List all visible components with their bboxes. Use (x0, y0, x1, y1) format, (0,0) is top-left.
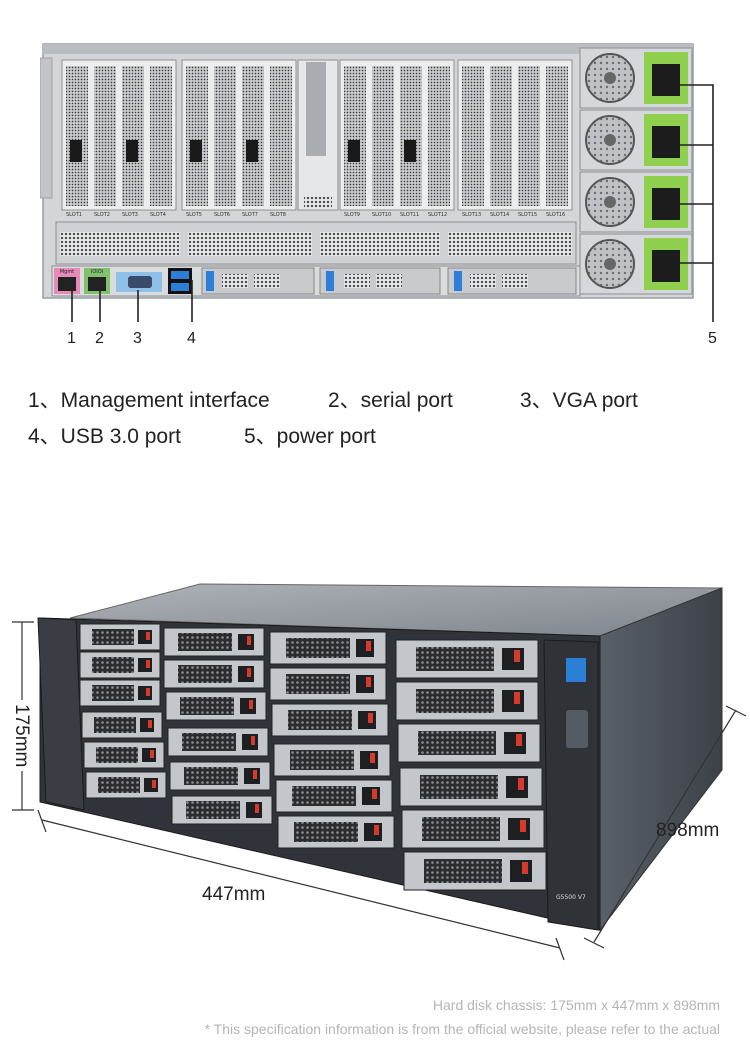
slot-label: SLOT5 (186, 212, 202, 218)
legend-item-4: 4、USB 3.0 port (28, 425, 181, 448)
height-dimension: 175mm (10, 700, 32, 772)
mgmt-port-label: Mgmt (59, 269, 75, 275)
slot-label: SLOT1 (66, 212, 82, 218)
slot-label: SLOT16 (546, 212, 566, 218)
slot-label: SLOT8 (270, 212, 286, 218)
front-view-image (12, 583, 747, 961)
callout-1: 1 (67, 330, 76, 347)
serial-port-label: IOIOI (90, 269, 104, 275)
drive-bays (79, 623, 547, 891)
callout-lines (71, 84, 714, 322)
slot-label: SLOT4 (150, 212, 166, 218)
slot-label: SLOT12 (428, 212, 448, 218)
callout-5: 5 (708, 330, 717, 347)
callout-4: 4 (187, 330, 196, 347)
slot-label: SLOT13 (462, 212, 482, 218)
disclaimer-note: * This specification information is from… (204, 1021, 720, 1037)
legend-item-1: 1、Management interface (28, 389, 270, 412)
slot-label: SLOT14 (490, 212, 510, 218)
slot-label: SLOT15 (518, 212, 538, 218)
chassis-spec: Hard disk chassis: 175mm x 447mm x 898mm (432, 997, 720, 1013)
slot-label: SLOT3 (122, 212, 138, 218)
legend-item-3: 3、VGA port (520, 389, 638, 412)
width-dimension: 447mm (202, 884, 266, 905)
slot-label: SLOT10 (372, 212, 392, 218)
legend-item-2: 2、serial port (328, 389, 453, 412)
pcie-slots (61, 59, 573, 211)
callout-2: 2 (95, 330, 104, 347)
slot-label: SLOT9 (344, 212, 360, 218)
power-supplies (579, 47, 693, 295)
callout-3: 3 (133, 330, 142, 347)
slot-label: SLOT7 (242, 212, 258, 218)
rear-panel-image: SLOT1 SLOT2 SLOT3 SLOT4 SLOT5 SLOT6 SLOT… (40, 40, 700, 302)
slot-label: SLOT6 (214, 212, 230, 218)
depth-dimension: 898mm (656, 820, 720, 841)
slot-label: SLOT2 (94, 212, 110, 218)
legend-item-5: 5、power port (244, 425, 376, 448)
model-label: G5500 V7 (556, 894, 586, 901)
slot-label: SLOT11 (400, 212, 420, 218)
rear-panel-drawing (40, 43, 694, 299)
